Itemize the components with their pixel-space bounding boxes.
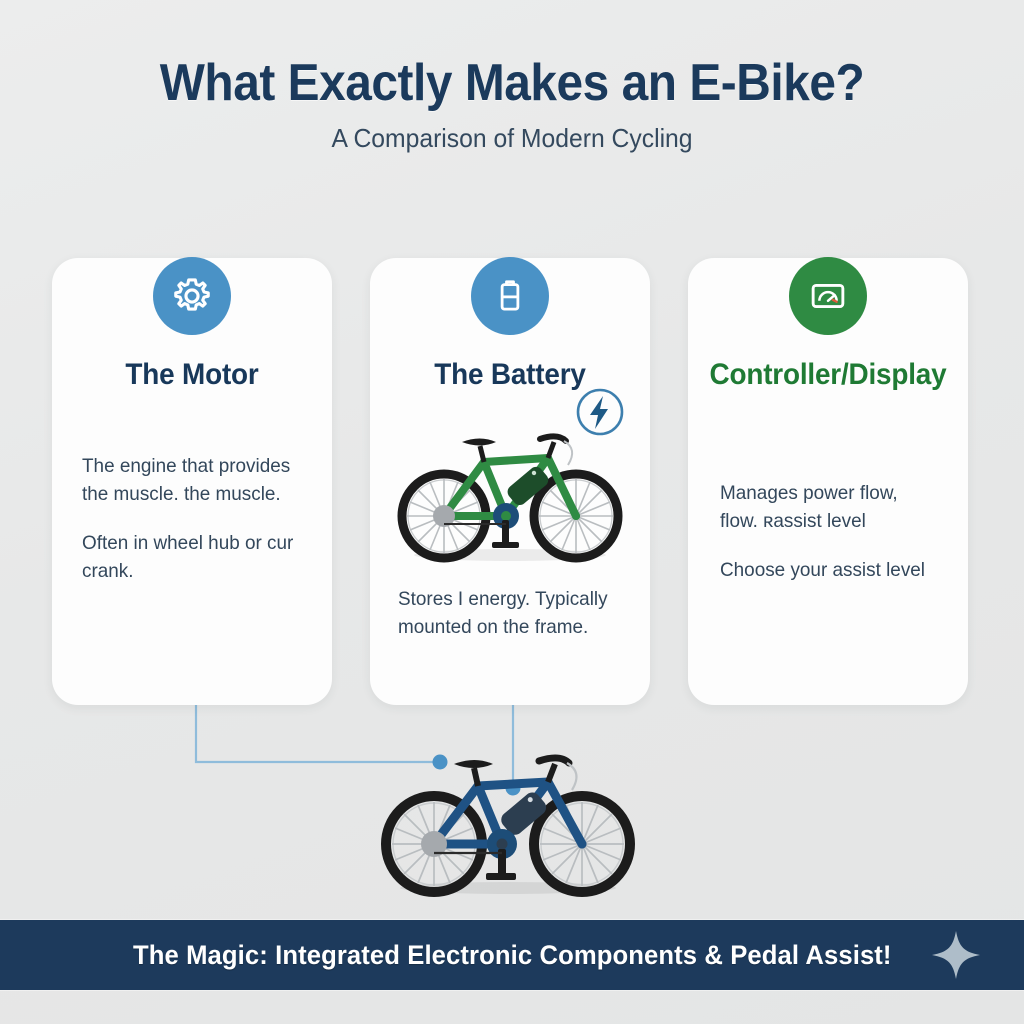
card-paragraph: Manages power flow, flow. ʀassist level [720, 482, 898, 532]
green-ebike-illustration [397, 433, 623, 563]
header: What Exactly Makes an E-Bike? A Comparis… [0, 56, 1024, 154]
card-paragraph: Stores I energy. Typically mounted on th… [398, 588, 608, 638]
page-subtitle: A Comparison of Modern Cycling [331, 122, 693, 153]
card-title-motor: The Motor [125, 358, 259, 391]
gear-icon [153, 257, 231, 335]
footer-banner: The Magic: Integrated Electronic Compone… [0, 920, 1024, 990]
lightning-bolt-icon [576, 388, 624, 436]
card-title-controller-display: Controller/Display [709, 358, 947, 391]
card-body-controller-display: Manages power flow, flow. ʀassist level … [720, 480, 937, 607]
card-controller-display[interactable]: Controller/Display Manages power flow, f… [688, 257, 968, 705]
card-paragraph: Often in wheel hub or cur crank. [82, 532, 294, 583]
page-title: What Exactly Makes an E-Bike? [159, 54, 865, 112]
component-cards: The Motor The engine that provides the m… [52, 257, 972, 705]
card-paragraph: Choose your assist level [720, 559, 926, 582]
banner-text: The Magic: Integrated Electronic Compone… [132, 939, 892, 970]
sparkle-icon [932, 931, 980, 979]
gauge-display-icon [789, 257, 867, 335]
card-battery[interactable]: The Battery [370, 257, 650, 705]
card-motor[interactable]: The Motor The engine that provides the m… [52, 257, 332, 705]
card-body-battery: Stores I energy. Typically mounted on th… [398, 586, 627, 663]
card-paragraph: The engine that provides the muscle. the… [82, 455, 291, 505]
card-body-motor: The engine that provides the muscle. the… [82, 453, 301, 608]
card-title-battery: The Battery [434, 358, 586, 391]
battery-icon [471, 257, 549, 335]
blue-ebike-illustration [381, 754, 635, 897]
